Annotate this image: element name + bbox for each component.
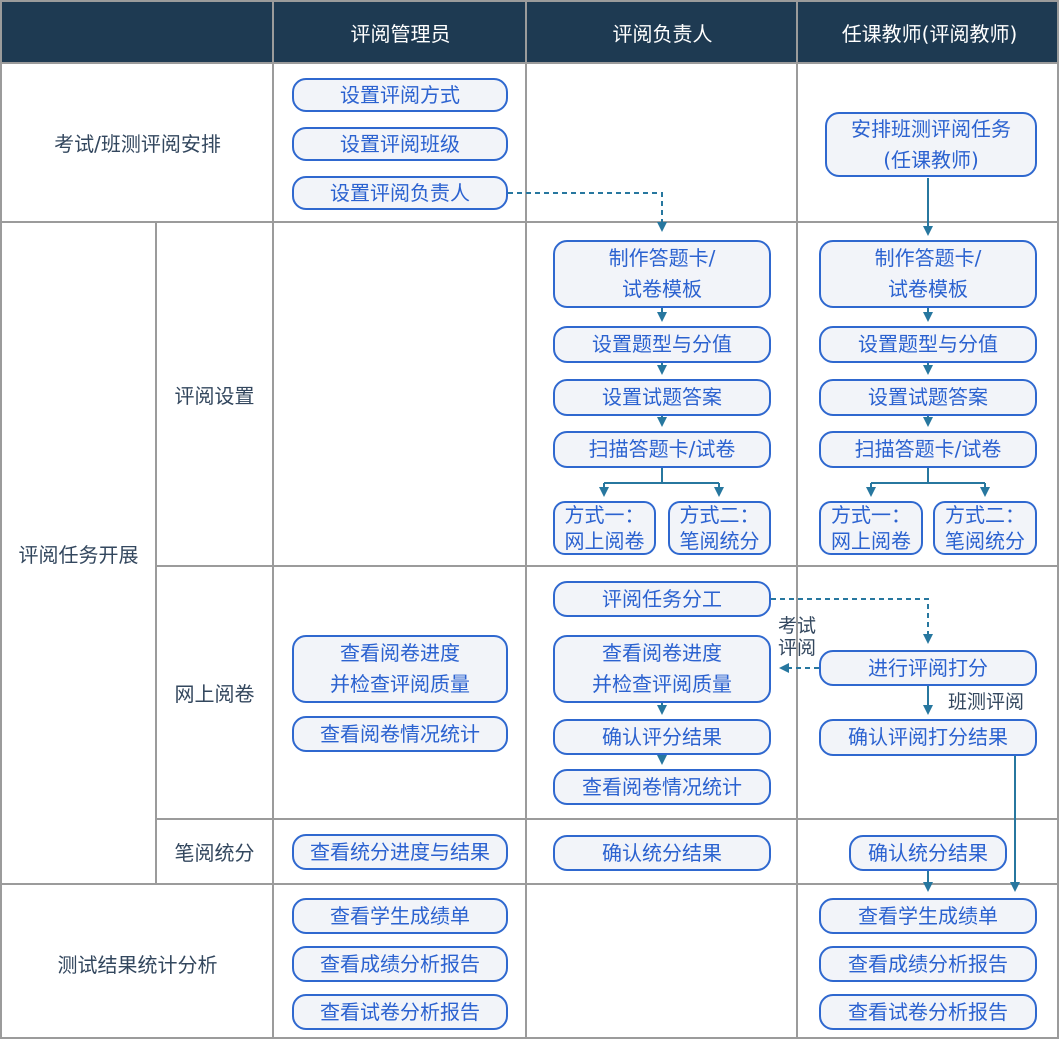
node-admin-view-paper-report: 查看试卷分析报告: [292, 994, 508, 1030]
grid-hline-row2b: [155, 818, 1057, 820]
grid-hline-header: [2, 62, 1057, 64]
node-admin-view-scoring-progress: 查看统分进度与结果: [292, 834, 508, 870]
node-admin-view-score-report: 查看成绩分析报告: [292, 946, 508, 982]
node-teacher-view-paper-report: 查看试卷分析报告: [819, 994, 1037, 1030]
row-label-exam-arrangement: 考试/班测评阅安排: [54, 132, 221, 156]
node-teacher-set-question-types: 设置题型与分值: [819, 326, 1037, 363]
node-leader-method1-online: 方式一： 网上阅卷: [553, 501, 656, 555]
row-label-paper-scoring: 笔阅统分: [174, 841, 255, 865]
node-leader-confirm-score-result: 确认统分结果: [553, 835, 771, 871]
node-admin-view-student-scores: 查看学生成绩单: [292, 898, 508, 934]
node-teacher-confirm-marking-result: 确认评阅打分结果: [819, 719, 1037, 756]
node-leader-set-answers: 设置试题答案: [553, 379, 771, 416]
node-teacher-confirm-score-result: 确认统分结果: [849, 835, 1007, 871]
node-teacher-make-answer-sheet: 制作答题卡/ 试卷模板: [819, 240, 1037, 308]
node-leader-view-marking-stats: 查看阅卷情况统计: [553, 769, 771, 805]
node-teacher-method1-online: 方式一： 网上阅卷: [819, 501, 923, 555]
node-admin-check-progress-quality: 查看阅卷进度 并检查评阅质量: [292, 635, 508, 703]
node-teacher-view-student-scores: 查看学生成绩单: [819, 898, 1037, 934]
grid-hline-row3: [2, 883, 1057, 885]
node-set-review-leader: 设置评阅负责人: [292, 176, 508, 210]
arrow-t5-split: [871, 468, 985, 484]
row-label-task-execution: 评阅任务开展: [18, 542, 139, 567]
row-label-result-analysis: 测试结果统计分析: [57, 952, 218, 977]
arrow-l4-split: [604, 468, 719, 484]
dashed-arrow-a3-l1: [508, 192, 667, 232]
node-set-review-class: 设置评阅班级: [292, 127, 508, 161]
node-teacher-scan-sheets: 扫描答题卡/试卷: [819, 431, 1037, 468]
swimlane-header-teacher: 任课教师(评阅教师): [841, 21, 1018, 46]
node-teacher-view-score-report: 查看成绩分析报告: [819, 946, 1037, 982]
node-leader-method2-paper: 方式二： 笔阅统分: [668, 501, 771, 555]
node-leader-assign-tasks: 评阅任务分工: [553, 581, 771, 617]
annotation-exam-review: 考试 评阅: [778, 615, 817, 659]
node-teacher-do-marking: 进行评阅打分: [819, 650, 1037, 686]
grid-vline-col1: [272, 2, 274, 1037]
annotation-class-test-review: 班测评阅: [948, 691, 1025, 713]
node-admin-view-marking-stats: 查看阅卷情况统计: [292, 716, 508, 752]
grid-vline-col2: [525, 2, 527, 1037]
row-label-online-marking: 网上阅卷: [174, 682, 255, 706]
row-label-review-setup: 评阅设置: [174, 383, 255, 408]
node-set-review-method: 设置评阅方式: [292, 78, 508, 112]
grid-vline-subcol: [155, 222, 157, 884]
swimlane-header-admin: 评阅管理员: [350, 21, 451, 46]
node-leader-scan-sheets: 扫描答题卡/试卷: [553, 431, 771, 468]
node-leader-set-question-types: 设置题型与分值: [553, 326, 771, 363]
node-leader-check-progress-quality: 查看阅卷进度 并检查评阅质量: [553, 635, 771, 703]
node-leader-confirm-scores: 确认评分结果: [553, 719, 771, 755]
node-teacher-method2-paper: 方式二： 笔阅统分: [933, 501, 1037, 555]
grid-vline-col3: [796, 2, 798, 1037]
grid-hline-row2a: [155, 565, 1057, 567]
swimlane-header-bar: [2, 2, 1057, 62]
swimlane-header-leader: 评阅负责人: [612, 21, 713, 46]
node-leader-make-answer-sheet: 制作答题卡/ 试卷模板: [553, 240, 771, 308]
node-teacher-arrange-class-review: 安排班测评阅任务 (任课教师): [825, 112, 1037, 177]
node-teacher-set-answers: 设置试题答案: [819, 379, 1037, 416]
